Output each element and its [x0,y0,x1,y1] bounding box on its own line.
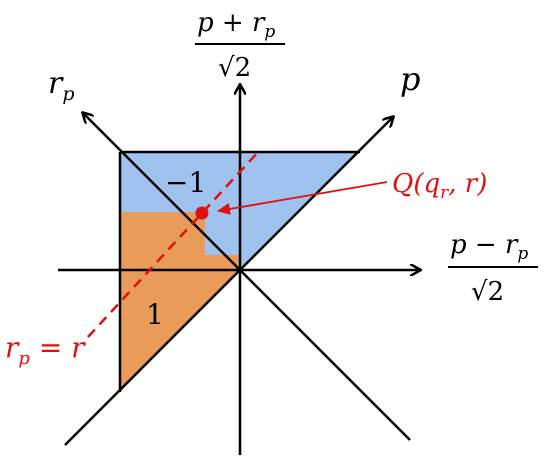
dashed-line-label: rp = r [5,331,86,369]
dashed-line-label-sub: p [18,348,30,369]
point-q-label-sub: r [440,183,449,203]
diag-axis-rp-label: rp [48,66,75,105]
dashed-line-label-r: r [5,331,20,364]
horizontal-axis-label-sub: p [517,244,528,264]
vertical-axis-label-numerator: p + r [197,8,266,38]
diag-axis-p-label: p [400,60,420,98]
point-q-label: Q(qr, r) [392,169,487,203]
horizontal-axis-label-denominator: √2 [471,277,504,307]
orange-region [120,212,240,392]
point-q-label-prefix: Q(q [392,169,440,199]
region-label-one: 1 [146,298,164,331]
dashed-line-label-rhs: = r [30,331,86,364]
point-q-label-suffix: , r) [448,169,487,199]
horizontal-axis-label: p − rp √2 [448,230,538,307]
point-label-arrow [217,181,388,215]
point-q [195,206,209,220]
vertical-axis-label: p + rp √2 [195,8,285,83]
region-label-minus-one: −1 [165,166,206,199]
vertical-axis-label-denominator: √2 [218,53,251,83]
diag-axis-rp-letter: r [48,66,64,101]
svg-text:p − rp: p − rp [450,230,528,264]
diag-axis-rp-sub: p [62,83,74,105]
diagonal-axis-rp [83,113,411,441]
svg-text:p + rp: p + rp [197,8,275,42]
vertical-axis-label-sub: p [264,22,275,42]
horizontal-axis-label-numerator: p − r [450,230,519,260]
dashed-line-rp-equals-r [87,149,261,338]
